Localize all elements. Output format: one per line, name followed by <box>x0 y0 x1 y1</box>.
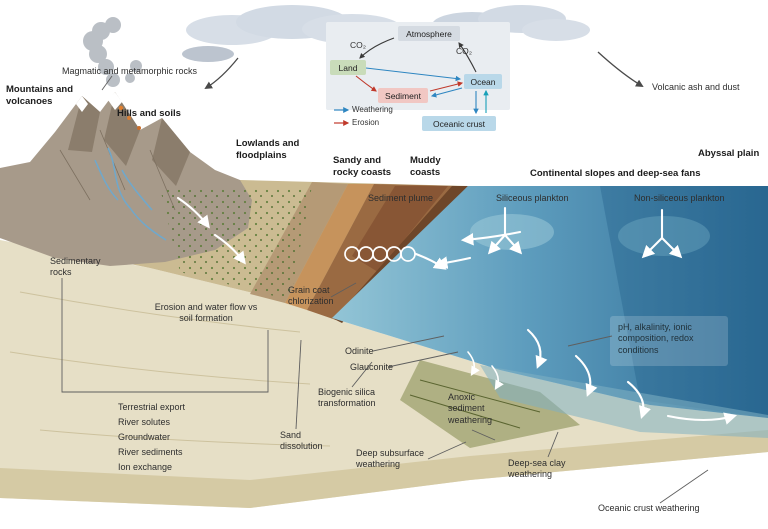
label-muddy-coasts: Muddy coasts <box>410 155 441 178</box>
non-siliceous-plankton-patch <box>618 216 710 256</box>
river <box>94 147 167 241</box>
inset-co2-left: CO₂ <box>350 40 367 50</box>
list-item-river-solutes: River solutes <box>118 417 171 427</box>
label-abyssal-plain: Abyssal plain <box>698 148 760 159</box>
label-biogenic-silica: Biogenic silica transformation <box>318 387 376 409</box>
label-siliceous-plankton: Siliceous plankton <box>496 193 569 203</box>
leader-lines <box>61 75 709 504</box>
inset-arrows <box>334 37 489 126</box>
label-magmatic-rocks: Magmatic and metamorphic rocks <box>62 66 198 76</box>
inset-legend-erosion: Erosion <box>352 118 380 127</box>
label-odinite: Odinite <box>345 346 374 356</box>
erosion-arrows <box>355 75 464 92</box>
weathering-arrows <box>365 67 479 115</box>
deep-sea-clay-wedge <box>400 360 580 448</box>
label-hills-soils: Hills and soils <box>117 108 181 119</box>
deposition-arrows <box>204 51 644 90</box>
flow-arrows <box>176 196 738 425</box>
inset-box-oceanic-crust: Oceanic crust <box>422 116 496 131</box>
label-sediment-plume: Sediment plume <box>368 193 434 203</box>
label-sandy-rocky-coasts: Sandy and rocky coasts <box>333 155 392 178</box>
clay-strata-lines <box>409 379 541 429</box>
label-anoxic-weathering: Anoxic sediment weathering <box>448 392 493 425</box>
label-oceanic-crust-weathering: Oceanic crust weathering <box>598 503 700 513</box>
label-deep-sea-clay: Deep-sea clay weathering <box>508 458 566 480</box>
list-item-terrestrial-export: Terrestrial export <box>118 402 186 412</box>
ocean-deep-overlay <box>600 186 768 418</box>
label-volcanic-ash: Volcanic ash and dust <box>652 82 740 92</box>
atmosphere-exchange-arrows <box>359 37 477 73</box>
siliceous-plankton-patch <box>470 214 554 250</box>
inset-legend-weathering: Weathering <box>352 105 393 114</box>
label-erosion-vs-soil: Erosion and water flow vs soil formation <box>154 302 258 324</box>
inset-box-atmosphere: Atmosphere <box>398 26 460 41</box>
label-non-siliceous-plankton: Non-siliceous plankton <box>634 193 725 203</box>
inset-box-land: Land <box>330 60 366 75</box>
inset-box-ocean: Ocean <box>464 74 502 89</box>
list-item-river-sediments: River sediments <box>118 447 183 457</box>
front-face <box>0 240 768 508</box>
volcano-smoke <box>83 17 142 87</box>
terrestrial-export-list: Terrestrial export River solutes Groundw… <box>118 402 185 477</box>
list-item-ion-exchange: Ion exchange <box>118 462 173 472</box>
sediment-plume-dark <box>352 186 448 272</box>
label-continental-slopes: Continental slopes and deep-sea fans <box>530 168 701 179</box>
label-ph-conditions: pH, alkalinity, ionic composition, redox… <box>618 322 694 355</box>
ph-panel <box>610 316 728 366</box>
label-grain-coat: Grain coat chlorization <box>288 285 334 307</box>
carbon-cycle-inset: Atmosphere CO₂ CO₂ Land Ocean Sediment O… <box>326 22 512 154</box>
label-deep-subsurface: Deep subsurface weathering <box>356 448 425 470</box>
inset-co2-right: CO₂ <box>456 46 473 56</box>
label-lowlands-floodplains: Lowlands and floodplains <box>236 138 300 161</box>
sandy-coast-band <box>285 184 374 310</box>
label-glauconite: Glauconite <box>350 362 394 372</box>
inset-box-sediment: Sediment <box>378 88 428 103</box>
list-item-groundwater: Groundwater <box>118 432 171 442</box>
ocean-surface <box>332 186 768 418</box>
label-sand-dissolution: Sand dissolution <box>280 430 323 452</box>
label-mountains-volcanoes: Mountains and volcanoes <box>6 84 74 107</box>
label-sedimentary-rocks: Sedimentary rocks <box>50 256 101 278</box>
